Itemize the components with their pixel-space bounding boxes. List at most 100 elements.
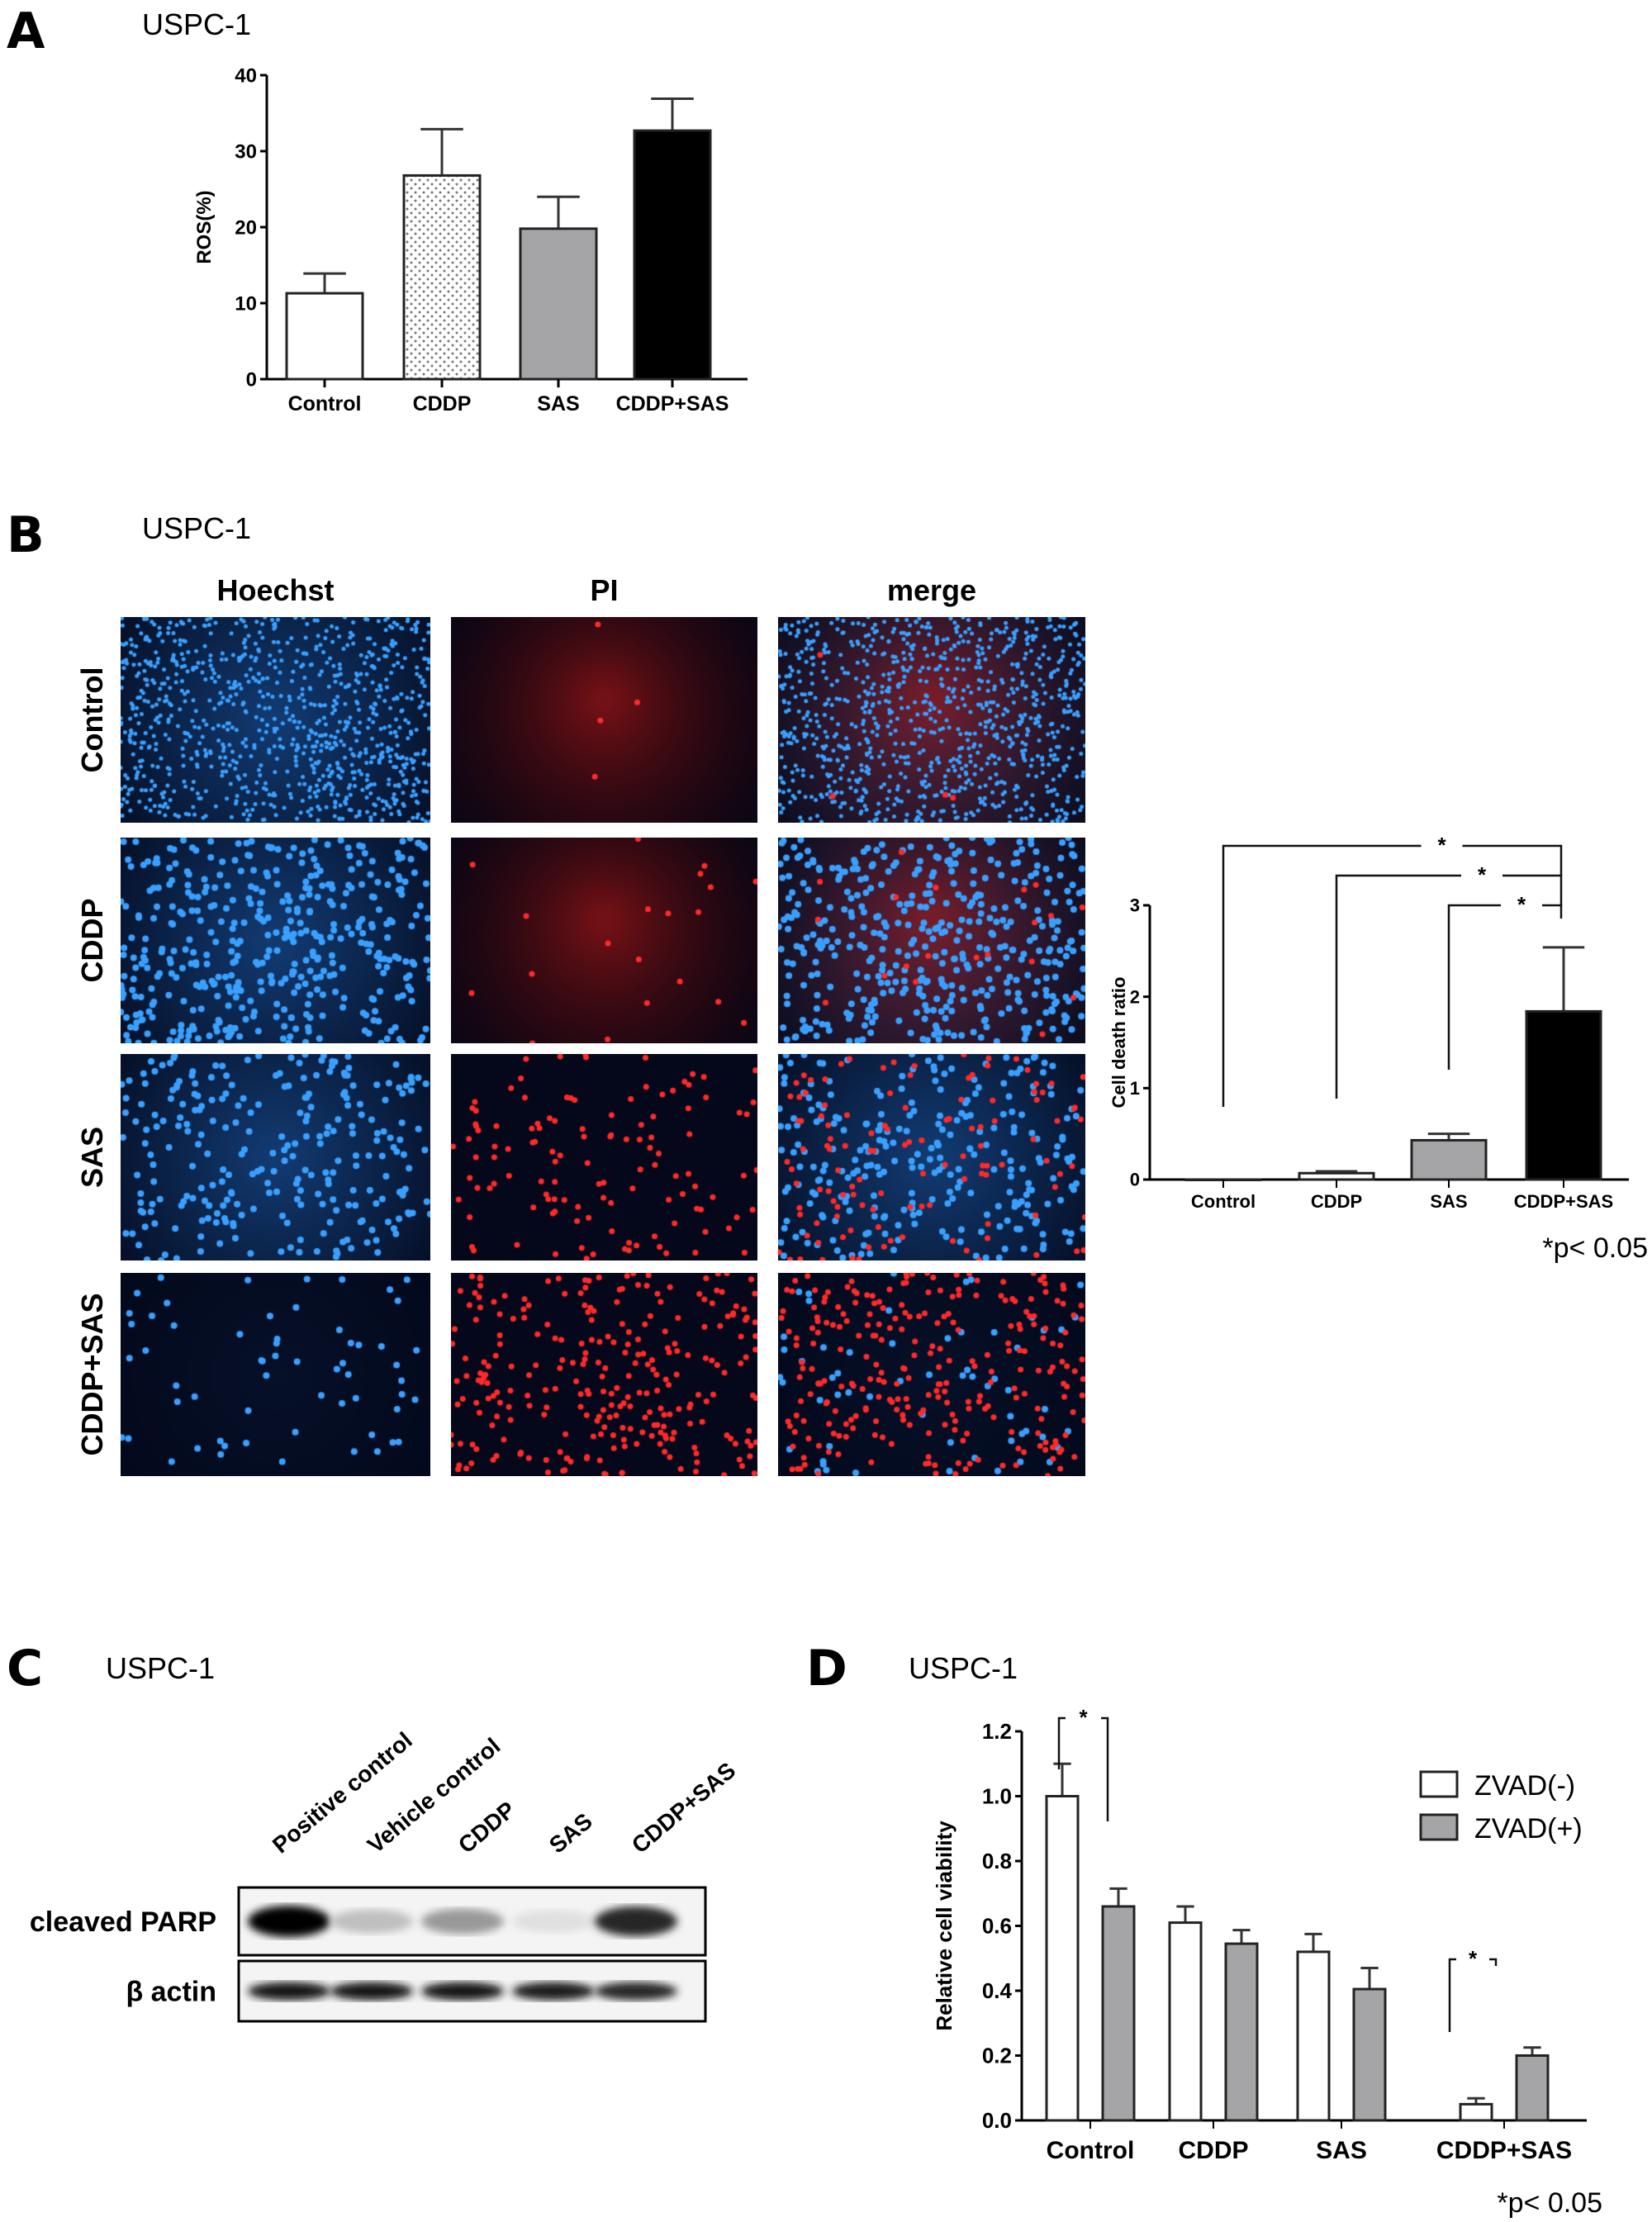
x-tick-label: CDDP (1311, 1191, 1362, 1212)
bar-control-zvad(-) (1045, 1795, 1080, 2122)
micrograph-cddp-hoechst (121, 838, 430, 1043)
blot-band (248, 1982, 330, 2001)
micrograph-cddp-merge (778, 838, 1085, 1043)
bar-control-zvad(+) (1101, 1905, 1136, 2122)
y-tick-label: 0.2 (982, 2044, 1012, 2068)
blot-band (512, 1982, 595, 2001)
y-tick-label: 0 (246, 368, 257, 391)
y-tick-label: 0.0 (982, 2108, 1012, 2133)
micrograph-control-merge (778, 617, 1085, 823)
micrograph-cddp+sas-hoechst (121, 1273, 430, 1476)
micrograph-cddp-pi (451, 838, 757, 1043)
micrograph-cddp+sas-merge (778, 1273, 1085, 1476)
x-tick-label: CDDP (413, 392, 472, 415)
micrograph-sas-pi (451, 1054, 757, 1261)
bar-cddp (1298, 1171, 1375, 1181)
panel-a-letter: A (7, 2, 45, 60)
column-header-pi: PI (590, 573, 618, 607)
y-tick-label: 0.8 (982, 1849, 1012, 1873)
legend-swatch (1419, 1770, 1459, 1798)
y-tick-label: 0.4 (982, 1978, 1013, 2003)
blot-band (421, 1908, 504, 1935)
x-tick-label: CDDP+SAS (1514, 1191, 1613, 1212)
x-tick-label: CDDP+SAS (1436, 2137, 1572, 2164)
significance-bracket (1057, 1716, 1109, 1821)
p-value-note: *p< 0.05 (1542, 1232, 1648, 1264)
significance-star: * (1079, 1705, 1088, 1730)
y-tick-label: 20 (235, 216, 257, 239)
y-tick-label: 0.6 (982, 1914, 1012, 1939)
x-tick-label: SAS (1430, 1191, 1467, 1212)
bar-cddp-zvad(+) (1224, 1942, 1259, 2122)
x-tick-label: Control (288, 392, 362, 415)
blot-band (330, 1982, 413, 2001)
column-header-hoechst: Hoechst (216, 573, 334, 607)
panel-d-cell-line: USPC-1 (909, 1651, 1018, 1685)
row-label-cddp+sas: CDDP+SAS (75, 1293, 109, 1455)
bar-cddp+sas (633, 129, 712, 381)
bar-sas-zvad(-) (1296, 1950, 1331, 2122)
bar-cddp+sas (1525, 1009, 1602, 1181)
row-label-control: Control (75, 667, 109, 773)
bar-cddp+sas-zvad(-) (1459, 2102, 1493, 2122)
y-axis-label: ROS(%) (193, 190, 216, 264)
panel-d-letter: D (806, 1640, 847, 1697)
blot-band (330, 1909, 413, 1934)
row-label-cddp: CDDP (75, 898, 109, 982)
significance-bracket (1222, 844, 1563, 1107)
significance-star: * (1517, 892, 1526, 917)
y-axis-label: Relative cell viability (932, 1821, 957, 2031)
y-tick-label: 40 (235, 64, 257, 87)
x-tick-label: SAS (537, 392, 579, 415)
blot-bands (248, 1906, 677, 1937)
micrograph-sas-hoechst (121, 1054, 430, 1261)
blot-band (595, 1982, 677, 2001)
legend-swatch (1419, 1813, 1459, 1841)
x-tick-label: CDDP+SAS (616, 392, 729, 415)
bar-sas (519, 227, 598, 381)
significance-star: * (1478, 862, 1487, 887)
y-tick-label: 30 (235, 140, 257, 163)
x-tick-label: Control (1047, 2137, 1135, 2164)
y-tick-label: 1.0 (982, 1784, 1012, 1809)
lane-label: CDDP (453, 1797, 520, 1859)
x-tick-label: SAS (1316, 2137, 1367, 2164)
significance-bracket (1447, 904, 1563, 1070)
significance-bracket (1448, 1958, 1498, 2032)
y-axis-label: Cell death ratio (1108, 977, 1129, 1109)
x-tick-label: Control (1191, 1191, 1256, 1212)
significance-star: * (1469, 1946, 1478, 1971)
panel-b-letter: B (7, 506, 45, 564)
panel-c-letter: C (7, 1640, 43, 1697)
y-tick-label: 10 (235, 292, 257, 315)
blot-label: cleaved PARP (30, 1906, 216, 1938)
bar-cddp (402, 173, 482, 381)
panel-a-cell-line: USPC-1 (142, 7, 251, 41)
bar-cddp+sas-zvad(+) (1515, 2054, 1550, 2122)
micrograph-control-hoechst (121, 617, 430, 823)
blot-band (512, 1910, 595, 1933)
blot-band (421, 1982, 504, 2001)
y-tick-label: 1.2 (982, 1719, 1012, 1744)
bar-sas-zvad(+) (1352, 1987, 1387, 2122)
lane-label: SAS (544, 1808, 597, 1859)
bar-cddp-zvad(-) (1168, 1921, 1203, 2122)
bar-sas (1410, 1138, 1488, 1181)
panel-c-cell-line: USPC-1 (106, 1651, 215, 1685)
lane-label: CDDP+SAS (627, 1757, 740, 1858)
micrograph-control-pi (451, 617, 757, 823)
y-tick-label: 3 (1130, 895, 1140, 916)
p-value-note: *p< 0.05 (1497, 2187, 1602, 2219)
blot-label: β actin (126, 1977, 216, 2008)
bar-control (285, 292, 364, 381)
column-header-merge: merge (887, 573, 976, 607)
y-tick-label: 1 (1130, 1078, 1140, 1099)
blot-band (595, 1906, 677, 1937)
micrograph-cddp+sas-pi (451, 1273, 757, 1476)
